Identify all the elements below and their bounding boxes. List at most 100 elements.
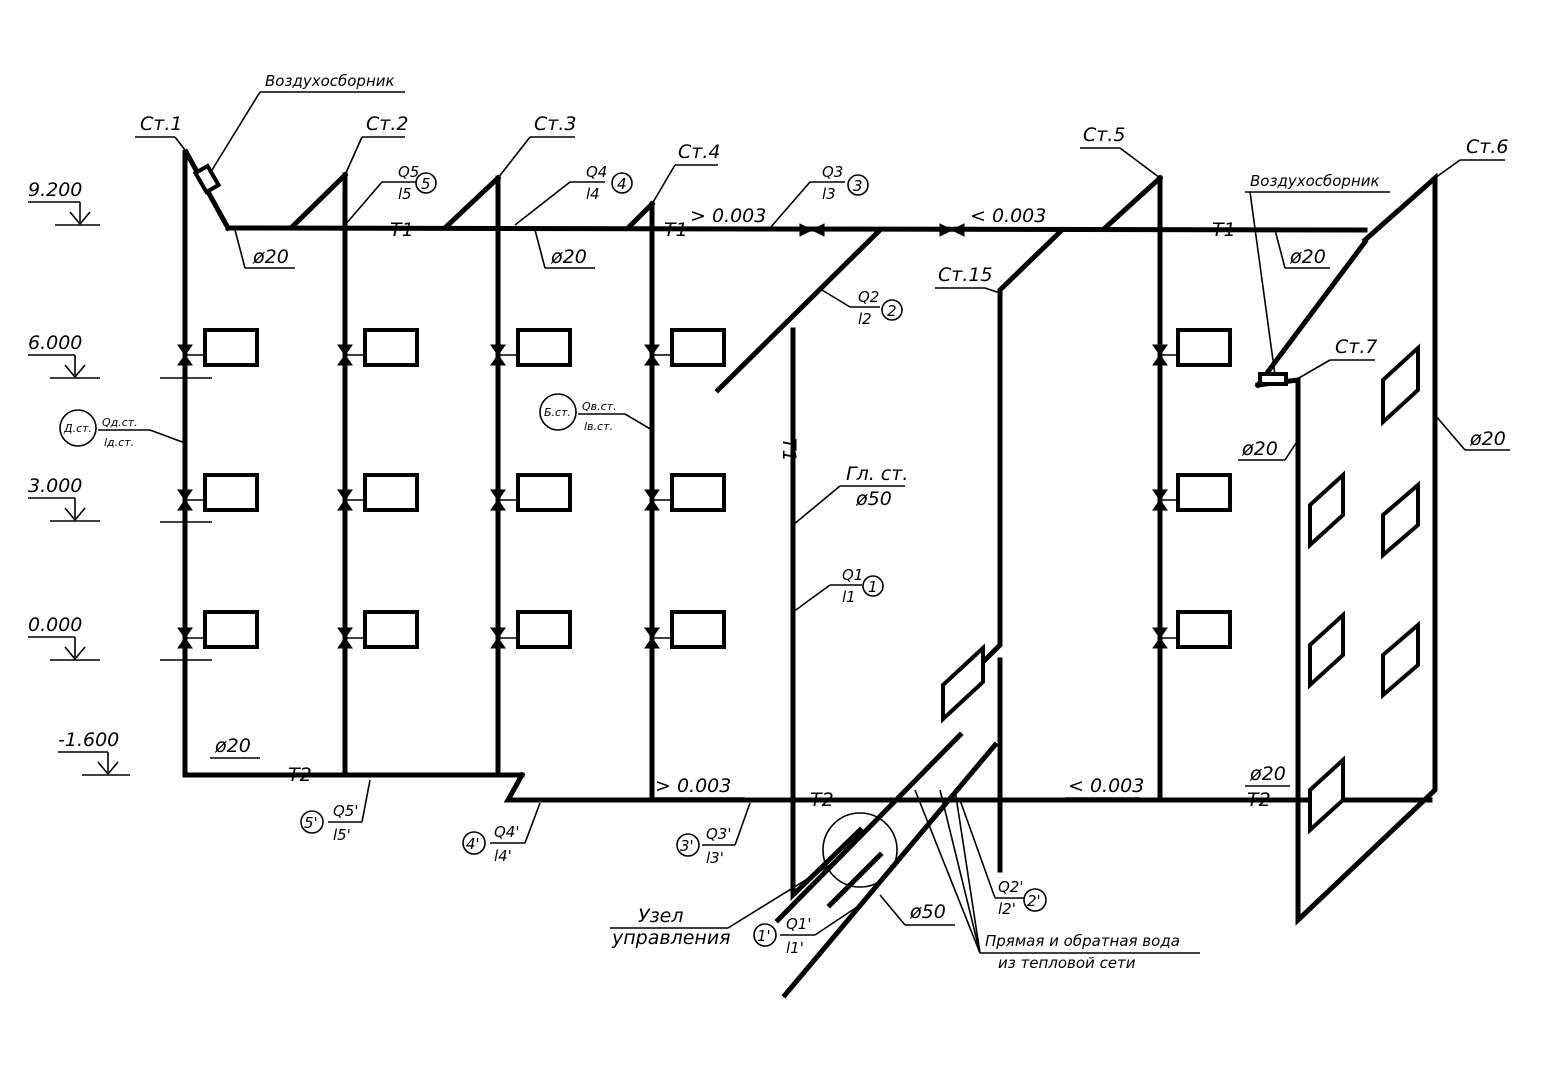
svg-text:4: 4: [617, 175, 627, 193]
section-label-3-return: 3' Q3' l3': [676, 802, 751, 867]
pipe-name-return: Т2: [810, 789, 834, 811]
riser-1-pipe: [182, 148, 232, 778]
svg-text:Q2': Q2': [998, 878, 1023, 896]
svg-text:5: 5: [421, 175, 431, 193]
supply-main: [225, 225, 1368, 233]
svg-text:Q3': Q3': [706, 825, 731, 843]
section-label-5: Q5 l5 5: [344, 163, 437, 226]
valve-icon: [177, 627, 193, 649]
radiator-icon: [185, 610, 259, 649]
valve-icon: [337, 627, 353, 649]
svg-text:Q4: Q4: [586, 163, 607, 181]
svg-text:4': 4': [466, 835, 480, 853]
branch-diagonal: [714, 226, 884, 394]
radiator-icon: [941, 643, 985, 724]
radiator-icon: [652, 328, 726, 367]
pipe-name-return: Т2: [288, 764, 312, 786]
diameter-label: ø20: [550, 246, 587, 268]
diameter-label: ø20: [1289, 246, 1326, 268]
riser-label-15: Ст.15: [938, 264, 993, 286]
svg-text:l3': l3': [706, 849, 724, 867]
svg-text:l4: l4: [586, 185, 600, 203]
svg-text:l5': l5': [333, 826, 351, 844]
radiator-icon: [345, 610, 419, 649]
riser-b-label: Б.ст. Qв.ст. lв.ст.: [539, 393, 653, 433]
radiator-icon: [1160, 328, 1232, 367]
svg-text:l4': l4': [494, 847, 512, 865]
slope-label: < 0.003: [970, 205, 1046, 227]
radiator-icon: [498, 610, 572, 649]
svg-text:Q1': Q1': [786, 915, 811, 933]
svg-text:2': 2': [1027, 892, 1041, 910]
air-collector-icon: [1258, 372, 1288, 386]
radiators: [185, 328, 1420, 835]
section-label-4: Q4 l4 4: [514, 163, 633, 226]
radiator-icon: [652, 473, 726, 512]
main-riser-diameter: ø50: [855, 488, 892, 510]
level-marks: 9.200 6.000 3.000 0.000: [28, 179, 130, 776]
radiator-icon: [185, 473, 259, 512]
slope-label: < 0.003: [1068, 775, 1144, 797]
valves: [177, 223, 1168, 649]
svg-text:lв.ст.: lв.ст.: [584, 420, 613, 433]
network-pipe-1: [774, 731, 964, 924]
valve-icon: [177, 344, 193, 366]
svg-text:3: 3: [853, 177, 863, 195]
level-label: 9.200: [28, 179, 82, 201]
riser-label-1: Ст.1: [140, 113, 182, 135]
svg-text:Б.ст.: Б.ст.: [544, 406, 571, 419]
valve-icon: [177, 489, 193, 511]
svg-text:Q2: Q2: [858, 288, 879, 306]
radiator-icon: [1160, 473, 1232, 512]
valve-icon: [490, 344, 506, 366]
radiator-icon: [498, 473, 572, 512]
slope-label: > 0.003: [655, 775, 731, 797]
level-mark-6000: 6.000: [28, 332, 100, 379]
air-collector-icon: [192, 163, 222, 195]
level-mark-minus1600: -1.600: [58, 729, 130, 776]
level-label: -1.600: [58, 729, 119, 751]
network-label-2: из тепловой сети: [998, 954, 1136, 972]
air-collector-label: Воздухосборник: [1250, 172, 1380, 190]
radiator-icon: [345, 473, 419, 512]
svg-text:1: 1: [868, 578, 878, 596]
network-label: Прямая и обратная вода: [985, 932, 1180, 950]
riser-15-pipe: [981, 226, 1066, 664]
riser-label-3: Ст.3: [534, 113, 576, 135]
svg-text:lд.ст.: lд.ст.: [104, 436, 134, 449]
svg-text:5': 5': [304, 814, 318, 832]
svg-text:Q4': Q4': [494, 823, 519, 841]
pipes: [182, 148, 1438, 999]
svg-text:Q5: Q5: [398, 163, 419, 181]
valve-icon: [1152, 344, 1168, 366]
section-label-4-return: 4' Q4' l4': [462, 802, 541, 865]
valve-icon: [490, 627, 506, 649]
radiator-icon: [345, 328, 419, 367]
riser-label-7: Ст.7: [1335, 336, 1377, 358]
svg-text:Q3: Q3: [822, 163, 843, 181]
radiator-icon: [1308, 610, 1345, 690]
pipe-name-supply: Т1: [1212, 219, 1236, 241]
radiator-icon: [1160, 610, 1232, 649]
network-pipe-2: [781, 741, 999, 999]
riser-d-label: Д.ст. Qд.ст. lд.ст.: [59, 409, 186, 449]
slope-label: > 0.003: [690, 205, 766, 227]
main-riser-label: Гл. ст.: [846, 463, 908, 485]
radiator-icon: [1381, 480, 1420, 560]
riser-6-pipe: [1255, 172, 1438, 926]
section-label-1-return: 1' Q1' l1': [753, 904, 861, 957]
diameter-label: ø20: [252, 246, 289, 268]
main-riser-pipe: [790, 327, 864, 901]
radiator-icon: [652, 610, 726, 649]
control-unit-label: Узел: [638, 905, 684, 927]
radiator-icon: [185, 328, 259, 367]
radiator-icon: [498, 328, 572, 367]
pipe-name-supply: Т1: [664, 219, 688, 241]
level-label: 3.000: [28, 475, 82, 497]
diameter-label: ø50: [909, 901, 946, 923]
level-mark-3000: 3.000: [28, 475, 100, 522]
radiator-icon: [1381, 343, 1420, 427]
valve-icon: [337, 344, 353, 366]
pipe-name-return: Т2: [1247, 789, 1271, 811]
